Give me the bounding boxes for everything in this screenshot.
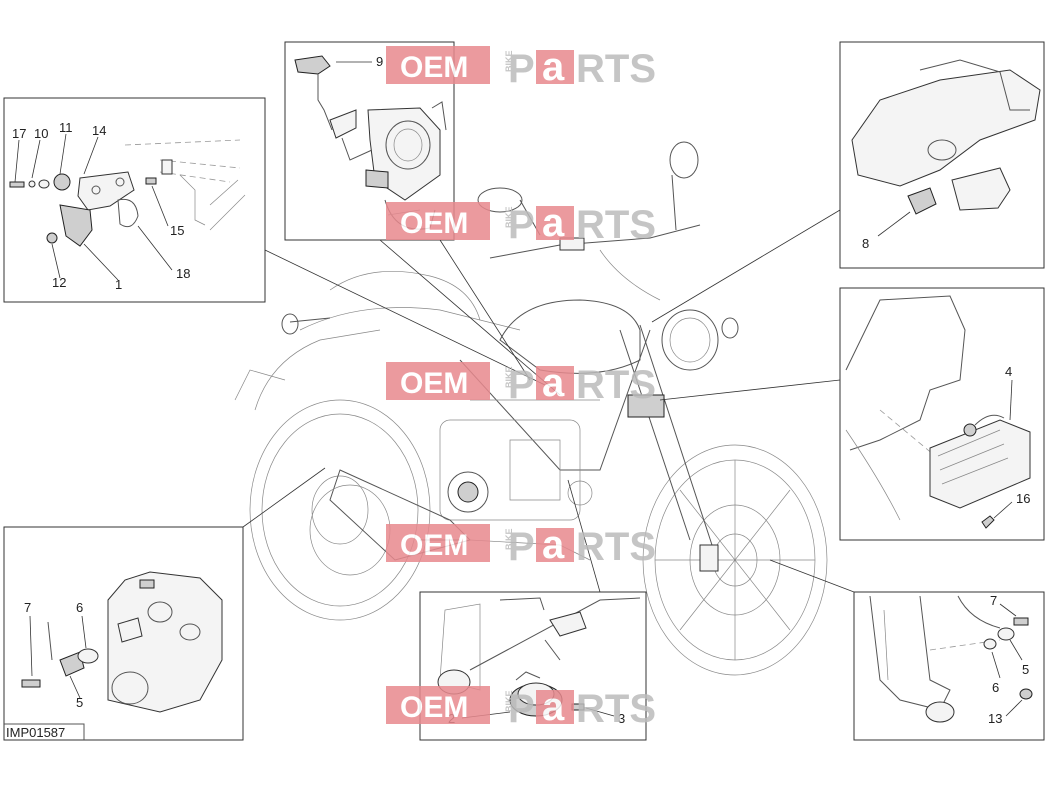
watermark-a: a: [542, 45, 565, 89]
detail-box-regulator: 4 16: [839, 287, 1045, 541]
watermark-bike: BIKE: [504, 50, 514, 72]
watermark-rts: RTS: [576, 47, 656, 91]
drawing-reference: IMP01587: [6, 725, 65, 740]
callout-5-front: 5: [1022, 662, 1029, 677]
watermark-p: P: [508, 363, 535, 407]
motorcycle-illustration: [234, 141, 828, 676]
callout-9: 9: [376, 54, 383, 69]
pointer-line-regulator: [659, 379, 841, 401]
watermark-p: P: [508, 203, 535, 247]
callout-3: 3: [618, 711, 625, 726]
watermark-a: a: [542, 685, 565, 729]
callout-10: 10: [34, 126, 48, 141]
watermark-p: P: [508, 687, 535, 731]
watermark: OEM BIKE P a RTS: [386, 201, 656, 247]
watermark-rts: RTS: [576, 363, 656, 407]
watermark-oem: OEM: [400, 51, 468, 84]
pointer-line-steering-head: [651, 209, 841, 323]
watermark-bike: BIKE: [504, 206, 514, 228]
watermark: OEM BIKE P a RTS: [386, 45, 656, 91]
watermark-a: a: [542, 361, 565, 405]
callout-6-front: 6: [992, 680, 999, 695]
watermark-rts: RTS: [576, 687, 656, 731]
detail-box-rear-caliper: 7 6 5: [3, 526, 244, 741]
watermark: OEM BIKE P a RTS: [386, 361, 656, 407]
callout-14: 14: [92, 123, 106, 138]
watermark-p: P: [508, 47, 535, 91]
watermark-a: a: [542, 523, 565, 567]
callout-8: 8: [862, 236, 869, 251]
callout-6: 6: [76, 600, 83, 615]
callout-5: 5: [76, 695, 83, 710]
callout-7-front: 7: [990, 593, 997, 608]
callout-7: 7: [24, 600, 31, 615]
pointer-line-throttle-2: [439, 239, 531, 381]
pointer-line-throttle: [379, 239, 561, 396]
callout-11: 11: [59, 120, 73, 135]
pointer-line-front-fork: [769, 559, 855, 593]
watermark-oem: OEM: [400, 529, 468, 562]
watermark-p: P: [508, 525, 535, 569]
watermark-oem: OEM: [400, 367, 468, 400]
watermark-bike: BIKE: [504, 366, 514, 388]
watermark: OEM BIKE P a RTS: [386, 523, 656, 569]
callout-13: 13: [988, 711, 1002, 726]
pointer-line-horn: [567, 479, 601, 593]
watermark-oem: OEM: [400, 207, 468, 240]
callout-4: 4: [1005, 364, 1012, 379]
detail-box-throttle-body: 9: [284, 41, 455, 241]
watermark-a: a: [542, 201, 565, 245]
callout-17: 17: [12, 126, 26, 141]
watermark-group: OEM BIKE P a RTS OEM BIKE P a RTS OEM BI…: [386, 45, 656, 731]
drawing-reference-frame: [4, 723, 85, 740]
callout-18: 18: [176, 266, 190, 281]
watermark: OEM BIKE P a RTS: [386, 685, 656, 731]
detail-box-front-fork: 7 5 6 13: [853, 591, 1045, 741]
callout-1: 1: [115, 277, 122, 292]
callout-15: 15: [170, 223, 184, 238]
watermark-bike: BIKE: [504, 528, 514, 550]
watermark-bike: BIKE: [504, 690, 514, 712]
pointer-line-rear-caliper: [242, 467, 326, 528]
pointer-line-speed-sensor: [264, 249, 546, 386]
watermark-rts: RTS: [576, 525, 656, 569]
watermark-oem: OEM: [400, 691, 468, 724]
detail-box-speed-sensor: 17 10 11 14 15 18 12 1: [3, 97, 266, 303]
callout-12: 12: [52, 275, 66, 290]
detail-box-steering-head: 8: [839, 41, 1045, 269]
watermark-rts: RTS: [576, 203, 656, 247]
callout-16: 16: [1016, 491, 1030, 506]
